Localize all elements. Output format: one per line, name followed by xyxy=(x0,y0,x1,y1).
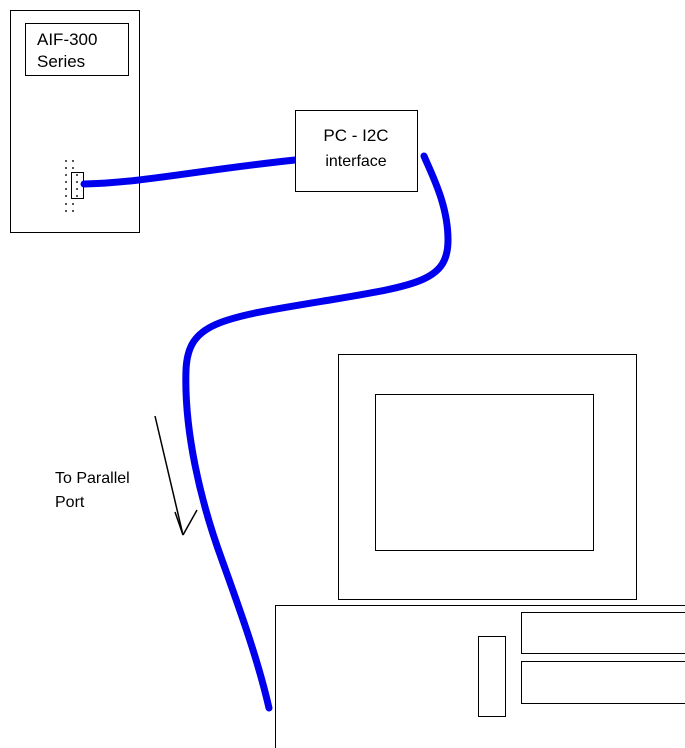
arrowhead-icon xyxy=(174,509,198,536)
cable-interface-to-pc xyxy=(182,152,452,712)
interface-box xyxy=(295,110,418,192)
connector-pins xyxy=(65,160,78,212)
down-arrow-icon xyxy=(154,415,184,536)
device-label-box xyxy=(25,23,129,76)
annotation-line1: To Parallel xyxy=(55,470,130,487)
computer-monitor xyxy=(338,354,637,600)
aif-300-device: AIF-300 Series xyxy=(10,10,140,233)
interface-label-line1: PC - I2C xyxy=(323,126,388,145)
drive-bay-bottom xyxy=(521,661,685,704)
device-label-line2: Series xyxy=(37,52,85,71)
interface-label-line2: interface xyxy=(325,153,386,170)
pc-i2c-interface: PC - I2C interface xyxy=(295,110,418,192)
device-label-line1: AIF-300 xyxy=(37,30,97,49)
parallel-port-annotation: To Parallel Port xyxy=(55,415,198,536)
annotation-line2: Port xyxy=(55,494,85,511)
drive-bay-top xyxy=(521,612,685,654)
power-button-panel xyxy=(478,636,506,717)
case-outline xyxy=(275,605,685,748)
device-connector xyxy=(65,160,84,212)
cable-device-to-interface xyxy=(80,156,299,188)
computer-case xyxy=(275,605,685,748)
monitor-screen xyxy=(375,394,594,551)
